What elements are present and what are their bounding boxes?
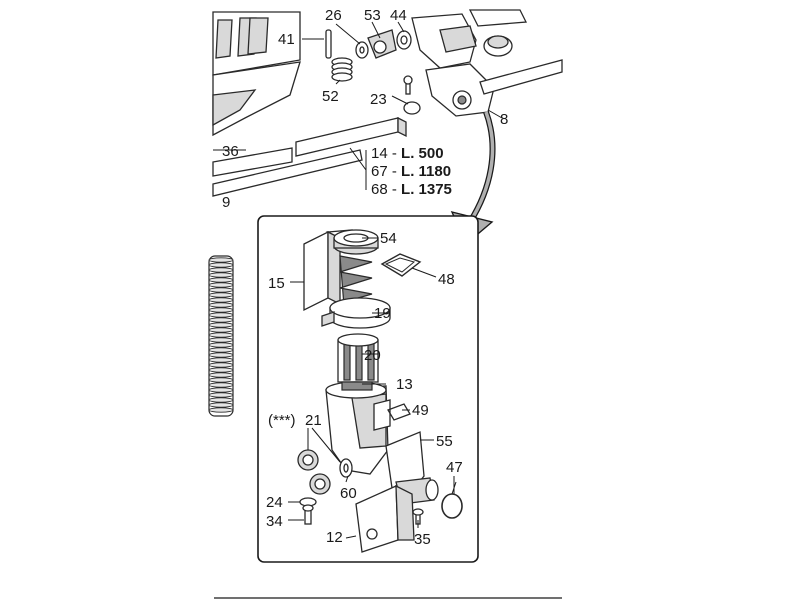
ring-44: [396, 30, 412, 50]
callout-23: 23: [370, 91, 387, 108]
callout-52: 52: [322, 88, 339, 105]
length-row: 14 - L. 500: [371, 145, 444, 162]
callout-47: 47: [446, 459, 463, 476]
rotor-20: [337, 333, 379, 383]
callout-12: 12: [326, 529, 343, 546]
leader-lines: [213, 21, 503, 539]
screw-23: [403, 75, 421, 115]
hose-rib: [208, 282, 234, 288]
hose-rib: [208, 407, 234, 413]
funnel-55: [385, 431, 439, 505]
corrugated-hose: [208, 255, 234, 417]
callout-9: 9: [222, 194, 230, 211]
hose-rib: [208, 397, 234, 403]
callout-48: 48: [438, 271, 455, 288]
length-row: 67 - L. 1180: [371, 163, 451, 180]
clip-49: [387, 403, 411, 421]
housing-13: [325, 381, 391, 475]
square-bar-14: [295, 116, 407, 157]
hose-rib: [208, 332, 234, 338]
hose-rib: [208, 382, 234, 388]
callout-55: 55: [436, 433, 453, 450]
hose-rib: [208, 302, 234, 308]
hose-rib: [208, 267, 234, 273]
machine-body-fragment: [212, 11, 301, 137]
hose-rib: [208, 347, 234, 353]
callout-49: 49: [412, 402, 429, 419]
ring-60: [339, 458, 353, 478]
callout-15: 15: [268, 275, 285, 292]
cover-12: [355, 484, 415, 553]
callout-21-note: (***): [268, 412, 296, 429]
hose-rib: [208, 377, 234, 383]
hose-rib: [208, 272, 234, 278]
length-row: 68 - L. 1375: [371, 181, 452, 198]
hose-rib: [208, 317, 234, 323]
pin-41: [325, 29, 332, 59]
spring-52: [331, 57, 353, 82]
hose-rib: [208, 342, 234, 348]
gear-21: [297, 449, 331, 495]
callout-44: 44: [390, 7, 407, 24]
callout-20: 20: [364, 347, 381, 364]
hose-rib: [208, 362, 234, 368]
callout-26: 26: [325, 7, 342, 24]
length-table: 14 - L. 500 67 - L. 1180 68 - L. 1375: [371, 145, 452, 198]
screw-34: [302, 504, 314, 525]
ring-nut-54: [333, 229, 379, 255]
hose-rib: [208, 367, 234, 373]
washer-26: [355, 41, 369, 59]
callout-41: 41: [278, 31, 295, 48]
hose-rib: [208, 337, 234, 343]
hose-rib: [208, 357, 234, 363]
hose-rib: [208, 297, 234, 303]
hose-rib: [208, 327, 234, 333]
square-bar-36: [212, 147, 293, 177]
hose-rib: [208, 292, 234, 298]
lever-53: [367, 29, 397, 59]
hose-rib: [208, 312, 234, 318]
hose-rib: [208, 392, 234, 398]
callout-36: 36: [222, 143, 239, 160]
rail-9: [212, 149, 363, 197]
hose-rib: [208, 322, 234, 328]
callout-60: 60: [340, 485, 357, 502]
callout-54: 54: [380, 230, 397, 247]
hose-rib: [208, 307, 234, 313]
hose-rib: [208, 277, 234, 283]
hose-rib: [208, 402, 234, 408]
hose-rib: [208, 287, 234, 293]
valve-housing: [411, 9, 528, 117]
callout-35: 35: [414, 531, 431, 548]
hose-rib: [208, 387, 234, 393]
hose-rib: [208, 372, 234, 378]
callout-8: 8: [500, 111, 508, 128]
callout-13: 13: [396, 376, 413, 393]
callout-34: 34: [266, 513, 283, 530]
callout-21: 21: [305, 412, 322, 429]
clip-48: [380, 253, 422, 277]
hose-rib: [208, 262, 234, 268]
hose-rib: [208, 257, 234, 263]
rail-bar: [479, 59, 563, 95]
hose-rib: [208, 352, 234, 358]
callout-24: 24: [266, 494, 283, 511]
callout-19: 19: [374, 305, 391, 322]
callout-53: 53: [364, 7, 381, 24]
